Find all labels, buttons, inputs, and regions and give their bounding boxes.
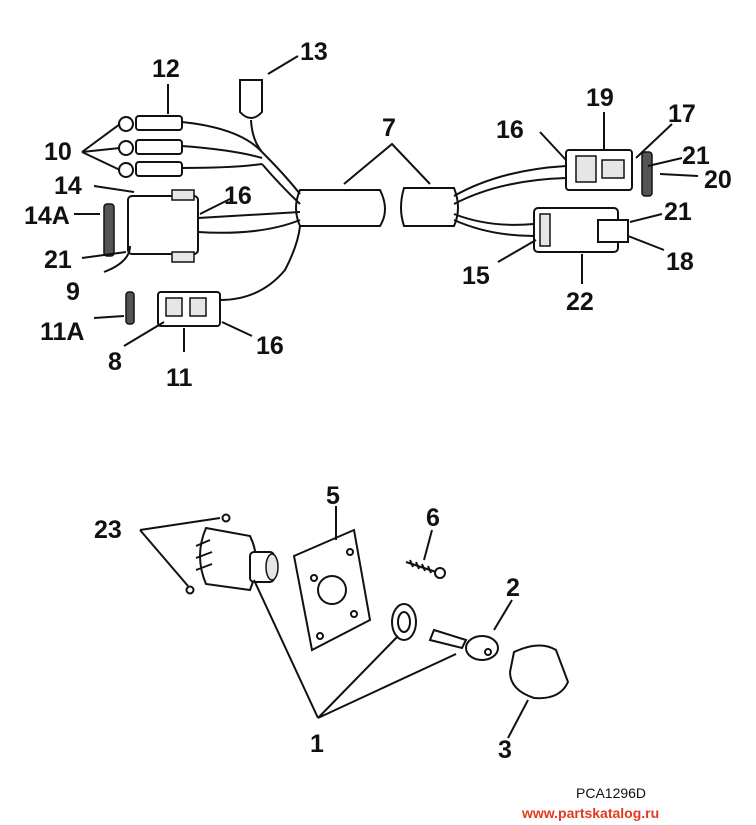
switch-screw-top (221, 513, 231, 523)
callout-21-right-bottom: 21 (664, 198, 692, 226)
callout-labels: 12 13 10 7 14 16 14A 21 9 11A 8 11 16 19… (24, 38, 732, 764)
connector-9 (103, 189, 301, 263)
callout-14a: 14A (24, 202, 70, 230)
callout-22: 22 (566, 288, 594, 316)
callout-12: 12 (152, 55, 180, 83)
ignition-switch (195, 526, 279, 592)
callout-10: 10 (44, 138, 72, 166)
switch-screw-bottom (185, 585, 195, 595)
mounting-plate (292, 528, 372, 652)
watermark: www.partskatalog.ru (521, 805, 659, 821)
ignition-switch-assembly (139, 506, 570, 739)
connector-22 (453, 207, 629, 253)
callout-3: 3 (498, 736, 512, 764)
callout-11a: 11A (40, 318, 84, 346)
callout-13: 13 (300, 38, 328, 66)
callout-17: 17 (668, 100, 696, 128)
callout-16-left: 16 (224, 182, 252, 210)
screw (405, 559, 446, 579)
callout-9: 9 (66, 278, 80, 306)
harness-sleeve-left (295, 189, 386, 227)
key-boot (508, 644, 570, 700)
callout-16-right: 16 (496, 116, 524, 144)
callout-14: 14 (54, 172, 82, 200)
callout-21-left: 21 (44, 246, 72, 274)
callout-19: 19 (586, 84, 614, 112)
key (428, 628, 499, 661)
callout-7: 7 (382, 114, 396, 142)
callout-2: 2 (506, 574, 520, 602)
callout-23: 23 (94, 516, 122, 544)
figure-code: PCA1296D (576, 785, 646, 801)
harness-sleeve-right (400, 187, 459, 227)
callout-5: 5 (326, 482, 340, 510)
bullet-connector (239, 79, 263, 153)
callout-18: 18 (666, 248, 694, 276)
callout-6: 6 (426, 504, 440, 532)
callout-20: 20 (704, 166, 732, 194)
callout-21-right-top: 21 (682, 142, 710, 170)
connector-19 (453, 149, 653, 205)
wiring-harness (74, 55, 699, 352)
callout-15: 15 (462, 262, 490, 290)
ring-terminals (118, 115, 263, 178)
nut (391, 603, 417, 641)
connector-11 (125, 225, 301, 327)
callout-11: 11 (166, 364, 193, 392)
callout-8: 8 (108, 348, 122, 376)
callout-1: 1 (310, 730, 324, 758)
callout-16-bottom: 16 (256, 332, 284, 360)
